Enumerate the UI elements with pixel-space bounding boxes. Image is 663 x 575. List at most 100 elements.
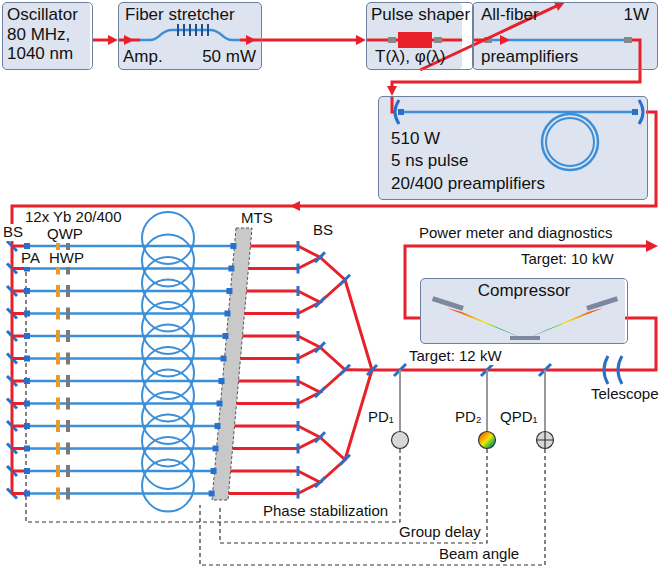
node-text: 20/400 preamplifiers [391,174,545,194]
component-label: MTS [240,210,274,227]
beam [235,425,298,428]
endcap [209,491,215,497]
lens [24,446,30,452]
endcap [228,266,234,272]
node-text: 50 mW [202,47,256,67]
spectral-photodiode: PD₂ [455,408,499,452]
endcap [222,333,228,339]
half-wave-plate [66,285,70,297]
beam [298,381,320,404]
combiner-splitter [340,365,350,375]
preamplifier-box: All-fiber1Wpreamplifiers [472,2,658,70]
control-loop-label: Group delay [398,524,482,541]
component-label: BS [2,224,24,241]
mirror [297,286,300,296]
beam [244,312,298,315]
beam [298,426,320,449]
component-label: QWP [46,226,84,243]
beam [320,437,345,482]
node-text: 1W [624,5,650,25]
fiber-coil [142,437,194,489]
beam [233,447,298,450]
half-wave-plate [66,488,70,500]
quarter-wave-plate [56,375,60,387]
half-wave-plate [66,353,70,365]
beam [320,257,345,302]
quarter-wave-plate [56,398,60,410]
beam [246,290,298,293]
control-loop-label: Beam angle [438,546,520,563]
beam [237,402,298,405]
arrow-head [646,240,658,252]
lens [24,468,30,474]
beam [298,336,320,359]
fiber-connector [93,35,118,45]
connector-line [392,70,640,88]
connector-line [262,39,358,42]
combiner-splitter [315,477,325,487]
component-label: PA [20,250,41,267]
endcap [217,401,223,407]
feedback-lines [26,268,545,565]
component-label: BS [312,222,334,239]
mirror [297,354,300,364]
beam [240,357,298,360]
arrow-head [108,35,118,45]
mirror [297,331,300,341]
node-title: Fiber stretcher [125,5,235,25]
arrow-head [387,86,397,96]
node-text: Amp. [123,47,163,67]
node-title: Compressor [421,281,627,301]
detector-circle [537,432,554,449]
preamplifier-drawing [472,35,640,70]
lens [24,243,30,249]
quarter-wave-plate [56,488,60,500]
beam [242,335,298,338]
component-label: HWP [48,250,85,267]
beam [345,280,372,370]
half-wave-plate [66,308,70,320]
beam-path [12,112,656,494]
component-label: Telescope [590,386,660,403]
quarter-wave-plate [56,285,60,297]
pulse-shaper-drawing [366,32,462,48]
combiner-splitter [367,365,377,375]
beam [231,470,298,473]
mirror [297,264,300,274]
gain-fiber [30,267,230,270]
lens [24,288,30,294]
photodiode: PD₁ [368,408,412,452]
arrow-head [290,201,300,211]
beam [248,267,298,270]
node-title: PD₂ [455,408,482,425]
arrow-head [554,2,565,11]
mirror [297,376,300,386]
half-wave-plate [66,398,70,410]
quarter-wave-plate [56,465,60,477]
mirror [297,309,300,319]
endcap [211,468,217,474]
box-fills [2,2,658,344]
compressor-box: Compressor [420,278,628,344]
endcap [220,356,226,362]
beam [298,291,320,314]
fiber-connector [262,35,366,45]
power-target: Target: 10 kW [520,251,615,268]
node-text: 5 ns pulse [391,151,469,171]
pickoff-beams [400,370,545,431]
endcap [215,423,221,429]
node-title: PD₁ [368,408,394,425]
beam [229,492,298,495]
quarter-wave-plate [56,353,60,365]
beam [250,245,298,248]
half-wave-plate [66,330,70,342]
beam [320,347,345,392]
mirror [297,489,300,499]
beam [239,380,299,383]
combiner-splitter [340,455,350,465]
fiber-coil [142,460,194,512]
half-wave-plate [66,465,70,477]
beam [345,370,372,460]
mirror [297,399,300,409]
